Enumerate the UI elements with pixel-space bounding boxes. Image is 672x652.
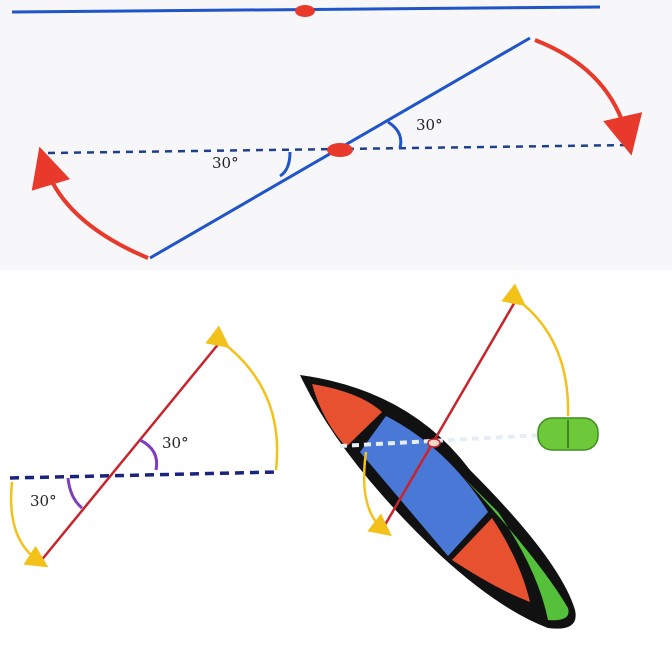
level-pivot-dot bbox=[295, 5, 315, 17]
rotation-arrow-icon bbox=[9, 481, 49, 568]
tilted-line bbox=[39, 341, 221, 563]
red-segment-top bbox=[312, 384, 382, 447]
blue-segment bbox=[360, 416, 488, 556]
bottom-right-panel bbox=[300, 283, 599, 629]
rotation-arrow-icon bbox=[534, 38, 643, 156]
top-panel: 30° 30° bbox=[0, 0, 672, 270]
rotation-arrow-icon bbox=[501, 283, 570, 417]
angle-label-left: 30° bbox=[212, 154, 239, 172]
angle-label-right: 30° bbox=[416, 116, 443, 134]
green-segment bbox=[464, 478, 569, 621]
angle-arc-right bbox=[387, 120, 403, 149]
angle-arc-upper bbox=[139, 438, 159, 471]
angle-arc-left bbox=[279, 151, 292, 178]
horizontal-reference-line bbox=[339, 430, 597, 448]
horizontal-reference-line bbox=[9, 470, 279, 480]
bottom-left-panel: 30° 30° bbox=[9, 325, 279, 568]
pivot-dot-icon bbox=[427, 438, 441, 448]
angle-label-lower: 30° bbox=[30, 492, 57, 510]
red-segment-bottom bbox=[452, 518, 530, 602]
rotation-arrow-icon bbox=[31, 146, 149, 260]
angle-label-upper: 30° bbox=[162, 434, 189, 452]
tilted-pivot-dot bbox=[327, 143, 353, 157]
rotation-arrow-icon bbox=[362, 451, 392, 537]
top-panel-background bbox=[0, 0, 672, 270]
angle-arc-lower bbox=[66, 477, 84, 510]
rotation-arrow-icon bbox=[205, 325, 279, 471]
tilted-line bbox=[380, 299, 518, 531]
